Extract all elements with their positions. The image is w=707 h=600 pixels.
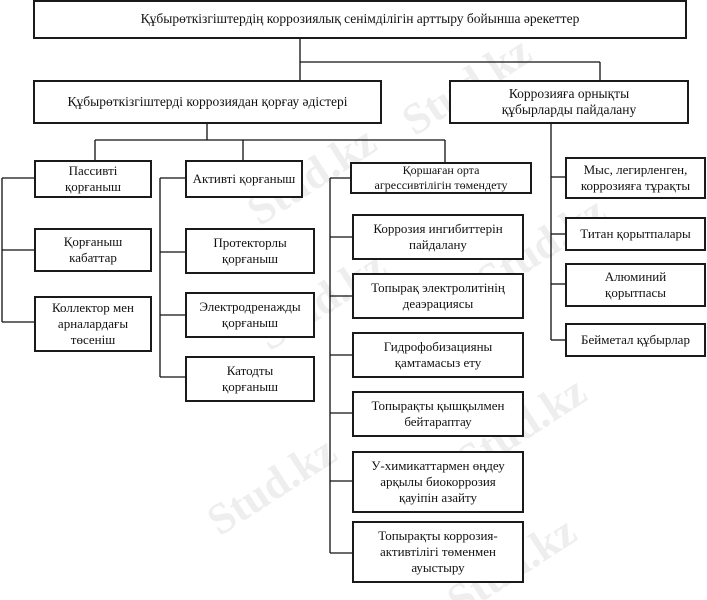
environment-reduction-node: Қоршаған орта агрессивтілігін төмендету	[350, 162, 532, 194]
resistant-material-item: Мыс, легирленген, коррозияға тұрақты	[565, 157, 706, 199]
environment-reduction-item: Гидрофобизацияны қамтамасыз ету	[352, 332, 524, 378]
active-protection-item: Протекторлы қорғаныш	[185, 228, 315, 274]
environment-reduction-item: Топырақты коррозия- активтілігі төменмен…	[352, 521, 524, 583]
active-protection-item: Электродренажды қорғаныш	[185, 292, 315, 338]
environment-reduction-item: У-химикаттармен өңдеу арқылы биокоррозия…	[352, 451, 524, 513]
passive-protection-item: Қорғаныш кабаттар	[34, 228, 152, 272]
environment-reduction-item: Коррозия ингибиттерін пайдалану	[352, 214, 524, 260]
active-protection-node: Активті қорғаныш	[185, 160, 303, 198]
protection-methods-node: Құбырөткізгіштерді коррозиядан қорғау әд…	[33, 80, 382, 124]
environment-reduction-item: Топырақты қышқылмен бейтараптау	[352, 391, 524, 437]
environment-reduction-item: Топырақ электролитінің деаэрациясы	[352, 273, 524, 319]
resistant-pipes-node: Коррозияға орнықты құбырларды пайдалану	[449, 80, 689, 124]
passive-protection-node: Пассивті қорғаныш	[34, 160, 152, 198]
resistant-material-item: Бейметал құбырлар	[565, 323, 706, 357]
resistant-material-item: Алюминий қорытпасы	[565, 263, 706, 307]
resistant-material-item: Титан қорытпалары	[565, 217, 706, 251]
active-protection-item: Катодты қорғаныш	[185, 356, 315, 402]
diagram-title: Құбырөткізгіштердің коррозиялық сенімділ…	[33, 0, 687, 39]
passive-protection-item: Коллектор мен арналардағы төсеніш	[34, 296, 152, 352]
